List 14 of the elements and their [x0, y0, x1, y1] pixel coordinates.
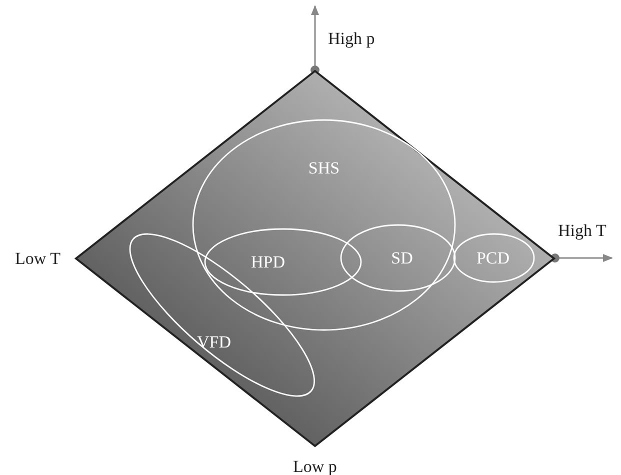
region-label: SD	[391, 250, 413, 266]
diamond-region	[75, 70, 555, 447]
ellipse-region	[340, 224, 456, 292]
ellipse-region	[204, 228, 362, 296]
axis-label: High p	[328, 30, 375, 47]
region-label: VFD	[196, 333, 231, 350]
axis-label: Low T	[15, 250, 60, 267]
axis-label: High T	[558, 222, 606, 239]
ellipse-region	[192, 119, 456, 331]
ellipse-region	[128, 232, 316, 398]
region-label: PCD	[476, 250, 510, 266]
region-label: HPD	[251, 254, 285, 270]
ellipse-region	[453, 233, 535, 283]
region-label: SHS	[308, 160, 340, 176]
